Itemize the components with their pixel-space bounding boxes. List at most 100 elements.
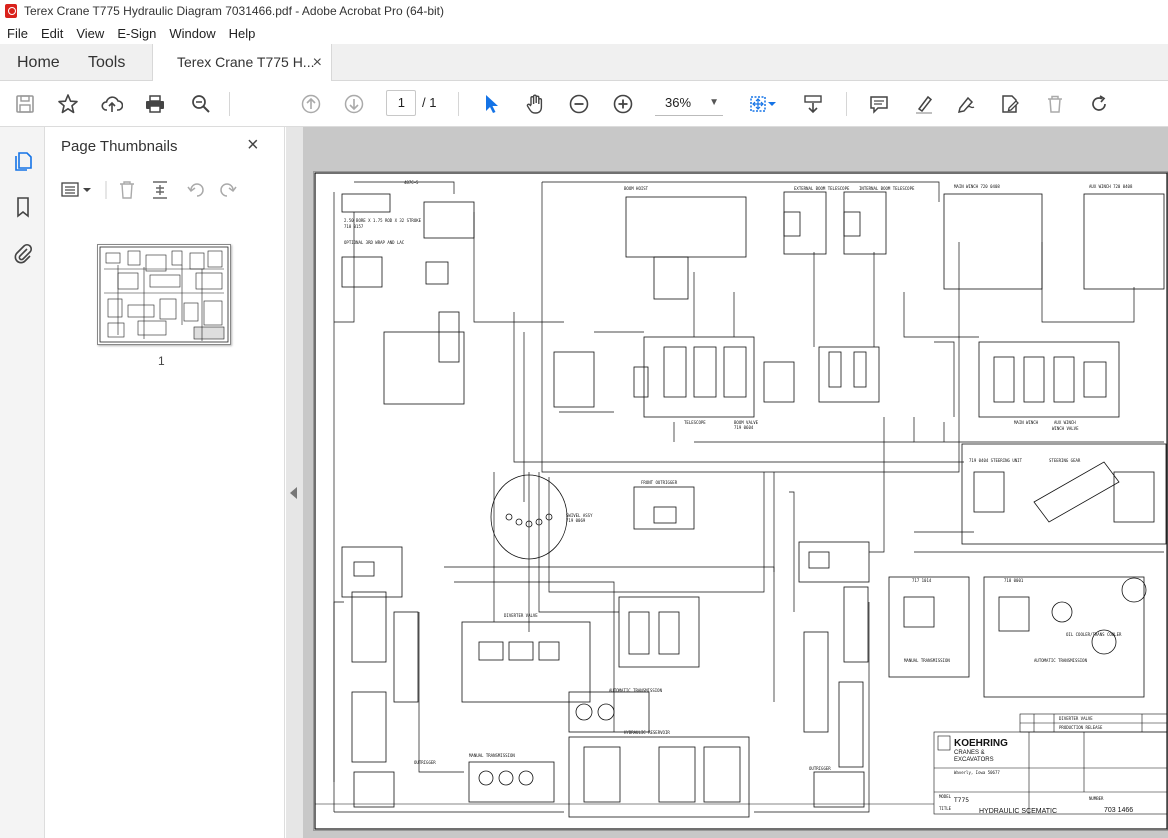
tab-bar: Home Tools Terex Crane T775 H... × [0, 44, 1168, 81]
menu-bar: File Edit View E-Sign Window Help [0, 22, 1168, 44]
thumbnail-delete-icon[interactable] [120, 181, 134, 199]
thumbnail-panel: Page Thumbnails × [45, 127, 285, 838]
thumbnail-extract-icon[interactable] [153, 181, 167, 199]
thumbnail-toolbar [57, 177, 277, 203]
save-icon[interactable] [12, 91, 38, 117]
page-total-label: / 1 [422, 95, 437, 110]
tab-document[interactable]: Terex Crane T775 H... × [152, 44, 332, 81]
window-title: Terex Crane T775 Hydraulic Diagram 70314… [24, 4, 445, 18]
hydraulic-schematic-drawing: 487C—5 2.50 BORE X 1.75 ROD X 32 STROKE … [314, 172, 1168, 830]
page-down-icon[interactable] [341, 91, 367, 117]
svg-text:AUTOMATIC TRANSMISSION: AUTOMATIC TRANSMISSION [609, 688, 663, 693]
pdf-page: 487C—5 2.50 BORE X 1.75 ROD X 32 STROKE … [313, 171, 1168, 831]
svg-text:PRODUCTION RELEASE: PRODUCTION RELEASE [1059, 725, 1103, 730]
svg-text:718 0001: 718 0001 [1004, 578, 1024, 583]
thumbnail-page-number: 1 [158, 354, 165, 368]
comment-icon[interactable] [866, 91, 892, 117]
title-label: TITLE [939, 806, 952, 811]
svg-text:DIVERTER VALVE: DIVERTER VALVE [1059, 716, 1093, 721]
page-up-icon[interactable] [298, 91, 324, 117]
fit-page-dropdown-icon[interactable] [766, 91, 778, 117]
svg-text:OUTRIGGER: OUTRIGGER [809, 766, 831, 771]
upload-cloud-icon[interactable] [99, 91, 125, 117]
edit-pdf-icon[interactable] [997, 91, 1023, 117]
svg-text:MANUAL TRANSMISSION: MANUAL TRANSMISSION [904, 658, 950, 663]
panel-title: Page Thumbnails [61, 138, 178, 155]
drawing-number: 703 1466 [1104, 807, 1133, 814]
document-viewer[interactable]: 487C—5 2.50 BORE X 1.75 ROD X 32 STROKE … [303, 127, 1168, 838]
menu-view[interactable]: View [76, 25, 105, 41]
svg-text:EXTERNAL BOOM TELESCOPE: EXTERNAL BOOM TELESCOPE [794, 186, 850, 191]
drawing-title: HYDRAULIC SCEMATIC [979, 808, 1057, 815]
svg-text:BOOM VALVE: BOOM VALVE [734, 420, 759, 425]
menu-edit[interactable]: Edit [40, 25, 64, 41]
tab-document-label: Terex Crane T775 H... [177, 54, 315, 70]
menu-file[interactable]: File [7, 25, 28, 41]
tab-close-icon[interactable]: × [312, 54, 322, 71]
thumbnail-rotate-ccw-icon[interactable] [187, 183, 204, 197]
zoom-out-icon[interactable] [566, 91, 592, 117]
print-icon[interactable] [142, 91, 168, 117]
svg-text:MAIN WINCH: MAIN WINCH [1014, 420, 1039, 425]
page-number-input[interactable]: 1 [386, 90, 416, 116]
svg-text:INTERNAL BOOM TELESCOPE: INTERNAL BOOM TELESCOPE [859, 186, 915, 191]
svg-text:487C—5: 487C—5 [404, 180, 419, 185]
delete-trash-icon[interactable] [1042, 91, 1068, 117]
zoom-level-select[interactable]: 36% ▼ [655, 90, 723, 116]
fit-page-icon[interactable] [745, 91, 771, 117]
svg-text:STEERING GEAR: STEERING GEAR [1049, 458, 1081, 463]
zoom-search-icon[interactable] [188, 91, 214, 117]
zoom-level-value: 36% [665, 95, 692, 110]
tab-home[interactable]: Home [17, 54, 60, 71]
svg-text:WINCH VALVE: WINCH VALVE [1052, 426, 1079, 431]
svg-text:TELESCOPE: TELESCOPE [684, 420, 706, 425]
attachments-paperclip-icon[interactable] [11, 241, 35, 265]
toolbar [0, 81, 1168, 127]
svg-text:719 0404 STEERING UNIT: 719 0404 STEERING UNIT [969, 458, 1023, 463]
bookmarks-icon[interactable] [11, 195, 35, 219]
company-name-line3: EXCAVATORS [954, 757, 994, 763]
highlight-pen-icon[interactable] [911, 91, 937, 117]
page-thumbnail[interactable] [97, 244, 231, 345]
svg-text:717 1014: 717 1014 [912, 578, 932, 583]
svg-text:FRONT OUTRIGGER: FRONT OUTRIGGER [641, 480, 678, 485]
page-thumbnails-icon[interactable] [11, 149, 35, 173]
svg-text:BOOM HOIST: BOOM HOIST [624, 186, 649, 191]
company-name-line2: CRANES & [954, 750, 985, 756]
menu-help[interactable]: Help [228, 25, 256, 41]
left-navigation-rail [0, 127, 45, 838]
chevron-down-icon: ▼ [709, 97, 719, 108]
thumbnail-rotate-cw-icon[interactable] [220, 183, 237, 197]
svg-text:OUTRIGGER: OUTRIGGER [414, 760, 436, 765]
hand-pan-icon[interactable] [522, 91, 548, 117]
svg-text:MANUAL TRANSMISSION: MANUAL TRANSMISSION [469, 753, 515, 758]
svg-text:MAIN WINCH 720 0408: MAIN WINCH 720 0408 [954, 184, 1000, 189]
svg-text:719 0069: 719 0069 [566, 518, 586, 523]
number-label: NUMBER [1089, 796, 1104, 801]
svg-text:OPTIONAL 3RD WRAP AND LAC: OPTIONAL 3RD WRAP AND LAC [344, 240, 405, 245]
draw-sign-icon[interactable] [953, 91, 979, 117]
svg-text:HYDRAULIC RESERVOIR: HYDRAULIC RESERVOIR [624, 730, 670, 735]
company-location: Waverly, Iowa 50677 [954, 770, 1000, 775]
panel-close-icon[interactable]: × [247, 134, 259, 156]
model-label: MODEL [939, 794, 952, 799]
svg-text:DIVERTER VALVE: DIVERTER VALVE [504, 613, 538, 618]
thumbnail-options-icon[interactable] [61, 182, 91, 197]
model-value: T775 [953, 797, 969, 804]
svg-text:AUX WINCH 720 0408: AUX WINCH 720 0408 [1089, 184, 1133, 189]
select-cursor-icon[interactable] [478, 91, 504, 117]
menu-esign[interactable]: E-Sign [117, 25, 157, 41]
panel-collapse-handle[interactable] [286, 127, 303, 838]
zoom-in-icon[interactable] [610, 91, 636, 117]
company-name-line1: KOEHRING [954, 738, 1008, 749]
svg-text:OIL COOLER/TRANS COOLER: OIL COOLER/TRANS COOLER [1066, 632, 1122, 637]
bookmark-star-icon[interactable] [55, 91, 81, 117]
acrobat-logo-icon [5, 4, 17, 18]
svg-text:SWIVEL ASSY: SWIVEL ASSY [566, 513, 593, 518]
rotate-icon[interactable] [1086, 91, 1112, 117]
scroll-mode-icon[interactable] [800, 91, 826, 117]
svg-text:718 0157: 718 0157 [344, 224, 364, 229]
svg-text:AUX WINCH: AUX WINCH [1054, 420, 1076, 425]
tab-tools[interactable]: Tools [88, 54, 126, 71]
menu-window[interactable]: Window [169, 25, 216, 41]
